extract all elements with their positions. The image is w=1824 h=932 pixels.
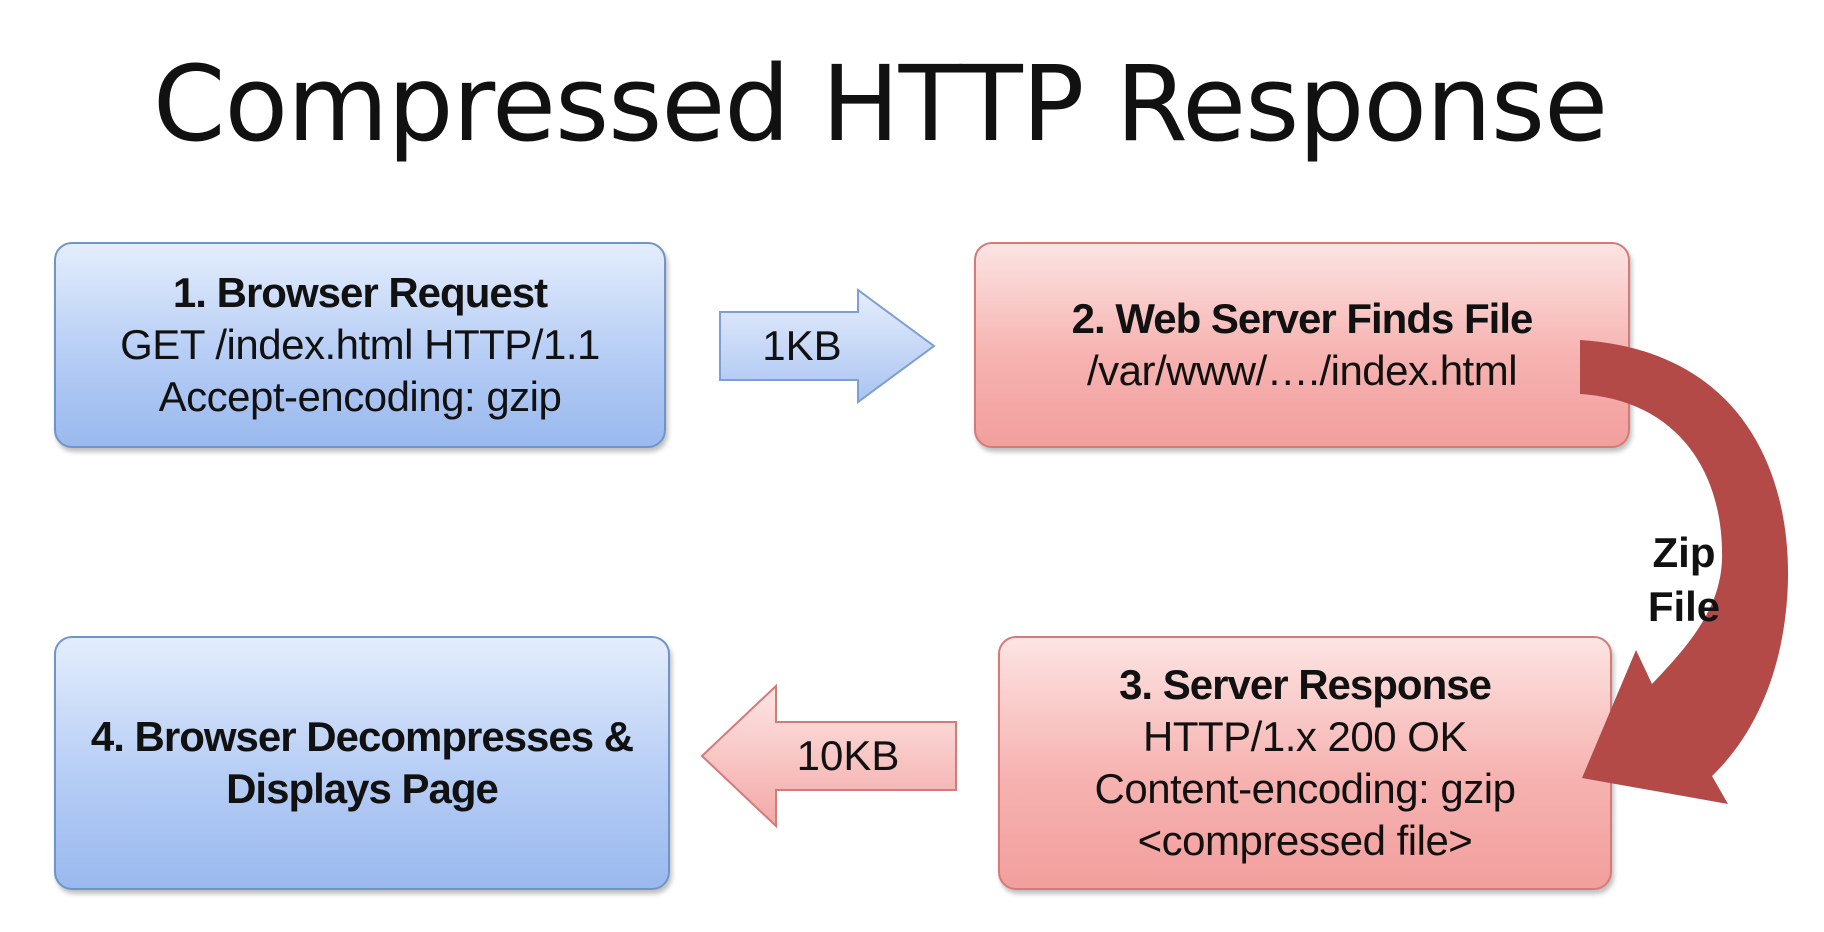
response-size-label: 10KB [796, 732, 900, 779]
zip-file-label: Zip File [1632, 526, 1736, 634]
step-3-line-2: Content-encoding: gzip [1094, 765, 1516, 812]
step-1-heading: 1. Browser Request [172, 269, 548, 316]
step-1-browser-request-box: 1. Browser Request GET /index.html HTTP/… [54, 242, 666, 448]
zip-label-line-2: File [1647, 583, 1721, 630]
step-1-line-1: GET /index.html HTTP/1.1 [120, 321, 600, 368]
step-2-web-server-box: 2. Web Server Finds File /var/www/…./ind… [974, 242, 1630, 448]
step-4-heading: 4. Browser Decompresses & Displays Page [90, 713, 634, 812]
left-arrow-shape [700, 683, 957, 829]
step-4-browser-display-box: 4. Browser Decompresses & Displays Page [54, 636, 670, 890]
step-1-line-2: Accept-encoding: gzip [158, 373, 562, 420]
step-2-heading: 2. Web Server Finds File [1071, 295, 1534, 342]
step-3-heading: 3. Server Response [1119, 661, 1492, 708]
diagram-title: Compressed HTTP Response [152, 43, 1608, 165]
step-3-line-3: <compressed file> [1137, 817, 1473, 864]
step-3-server-response-box: 3. Server Response HTTP/1.x 200 OK Conte… [998, 636, 1612, 890]
curved-zip-arrow [1580, 340, 1789, 804]
step-3-line-1: HTTP/1.x 200 OK [1143, 713, 1467, 760]
zip-label-line-1: Zip [1652, 529, 1716, 576]
right-arrow-shape [719, 288, 936, 404]
request-size-label: 1KB [762, 322, 842, 369]
step-2-line-1: /var/www/…./index.html [1086, 347, 1518, 394]
